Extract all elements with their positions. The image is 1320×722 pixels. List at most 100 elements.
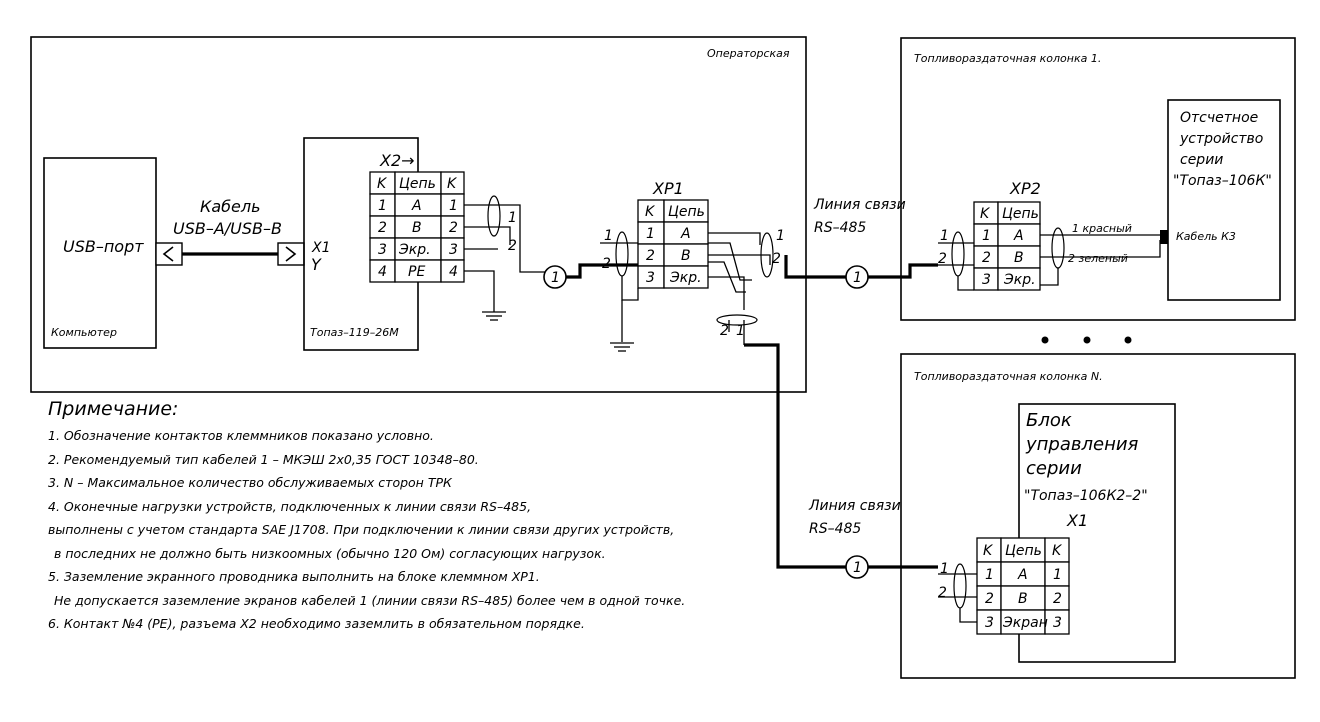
wire-red-label: 1 красный: [1072, 222, 1132, 235]
x2-row4-circuit: PE: [408, 264, 425, 280]
x2-row4-k: 4: [378, 264, 387, 280]
x2-header-k1: K: [377, 176, 388, 192]
x1-row2-k: 2: [985, 591, 994, 607]
x2-row1-k: 1: [378, 198, 387, 214]
x2-wire-label-2: 2: [508, 238, 517, 254]
x2-wire-label-1: 1: [508, 210, 517, 226]
x2-row2-k: 2: [378, 220, 387, 236]
dispenser-n-label: Топливораздаточная колонка N.: [914, 370, 1103, 383]
dispenser-n-frame: [900, 353, 1296, 679]
x2-title: X2→: [379, 151, 415, 170]
x1-row3-circuit: Экран: [1002, 615, 1048, 631]
xp1-header-k: K: [645, 204, 656, 220]
wire-green-label: 2 зеленый: [1068, 252, 1128, 265]
more-dispensers-dot-2: [1083, 336, 1091, 344]
xp2-row1-k: 1: [982, 228, 991, 244]
bus-to-dispenser-n: [744, 343, 846, 569]
bus-to-xp2: [868, 263, 938, 279]
x1-header-k2: K: [1052, 543, 1063, 559]
x2-row1-circuit: A: [411, 198, 422, 214]
xp2-row2-circuit: B: [1014, 250, 1024, 266]
xp1-out-label-2: 2: [772, 251, 781, 267]
note-line-9: 6. Контакт №4 (PE), разъема X2 необходим…: [48, 616, 585, 631]
x2-row3-k: 3: [378, 242, 387, 258]
xp1-ground-icon: [610, 342, 634, 352]
xp1-branch-label-1: 1: [736, 323, 745, 339]
x2-row1-k2: 1: [449, 198, 458, 214]
x2-output-wires: [464, 195, 546, 312]
controller-label: Топаз–119–26М: [310, 326, 399, 339]
x1-row2-circuit: B: [1018, 591, 1028, 607]
control-block-line3: серии: [1026, 458, 1082, 479]
notes-block: Примечание: 1. Обозначение контактов кле…: [48, 398, 808, 636]
x2-row2-circuit: B: [412, 220, 422, 236]
xp1-branch-label-2: 2: [720, 323, 729, 339]
xp1-out-label-1: 1: [776, 228, 785, 244]
cable-label-line2: USB–A/USB–B: [173, 219, 282, 238]
xp2-row1-circuit: A: [1013, 228, 1024, 244]
xp2-in-label-2: 2: [938, 251, 947, 267]
x1-row1-circuit: A: [1017, 567, 1028, 583]
x2-row2-k2: 2: [449, 220, 458, 236]
xp1-row3-k: 3: [646, 270, 655, 286]
cable-marker-mid: 1: [853, 270, 862, 286]
dispenser-1-frame: [900, 37, 1296, 321]
control-block-line2: управления: [1025, 434, 1139, 455]
control-block-line1: Блок: [1026, 410, 1072, 431]
x2-row3-k2: 3: [449, 242, 458, 258]
x1-header-k1: K: [983, 543, 994, 559]
more-dispensers-dot-1: [1041, 336, 1049, 344]
controller-connector-label: X1: [311, 240, 331, 256]
x2-row4-k2: 4: [449, 264, 458, 280]
xp1-in-label-1: 1: [604, 228, 613, 244]
reading-device-line4: "Топаз–106К": [1173, 173, 1272, 189]
xp1-row3-circuit: Экр.: [669, 270, 702, 286]
xp1-header-circuit: Цепь: [668, 204, 705, 220]
xp2-row2-k: 2: [982, 250, 991, 266]
x1-in-label-2: 2: [938, 585, 947, 601]
x1-row3-k: 3: [985, 615, 994, 631]
xp2-header-k: K: [980, 206, 991, 222]
xp1-output-wires: [708, 232, 774, 345]
xp1-row2-circuit: B: [681, 248, 691, 264]
note-line-2: 2. Рекомендуемый тип кабелей 1 – МКЭШ 2х…: [48, 451, 479, 467]
k3-connector-icon: [1160, 230, 1168, 244]
control-block-line4: "Топаз–106К2–2": [1024, 488, 1148, 504]
line1-label-a: Линия связи: [813, 197, 906, 213]
cable-k3-label: Кабель К3: [1176, 230, 1236, 243]
xp1-terminal-table: [637, 199, 709, 289]
xp2-title: XP2: [1009, 179, 1041, 198]
bus-to-dispenser-1: [784, 255, 846, 279]
xp2-header-circuit: Цепь: [1002, 206, 1039, 222]
x2-ground-icon: [482, 311, 506, 321]
xp2-terminal-table: [973, 201, 1041, 291]
x1-in-label-1: 1: [940, 561, 949, 577]
controller-connector-symbol: Y: [311, 255, 322, 274]
xp2-row3-k: 3: [982, 272, 991, 288]
x2-terminal-table: [369, 171, 465, 283]
notes-title: Примечание:: [48, 398, 179, 420]
x1-row2-k2: 2: [1053, 591, 1062, 607]
xp2-wires: [938, 227, 1161, 291]
xp1-row1-circuit: A: [680, 226, 691, 242]
usb-connector-right-icon: [277, 242, 305, 266]
operator-room-frame: [30, 36, 807, 393]
x2-header-k2: K: [447, 176, 458, 192]
operator-room-label: Операторская: [707, 47, 790, 60]
control-block-box: [1018, 403, 1176, 663]
dispenser-1-label: Топливораздаточная колонка 1.: [914, 52, 1101, 65]
computer-label: Компьютер: [51, 326, 117, 339]
cable-label-line1: Кабель: [200, 197, 261, 216]
note-line-7: 5. Заземление экранного проводника выпол…: [48, 569, 540, 584]
xp2-in-label-1: 1: [940, 228, 949, 244]
x1-row1-k2: 1: [1053, 567, 1062, 583]
reading-device-box: [1167, 99, 1281, 301]
x1-input-wires: [938, 563, 977, 623]
xp1-input-wires: [600, 231, 639, 342]
xp2-row3-circuit: Экр.: [1003, 272, 1036, 288]
xp1-row2-k: 2: [646, 248, 655, 264]
x2-header-circuit: Цепь: [399, 176, 436, 192]
xp1-row1-k: 1: [646, 226, 655, 242]
note-line-6: в последних не должно быть низкоомных (о…: [54, 545, 606, 561]
